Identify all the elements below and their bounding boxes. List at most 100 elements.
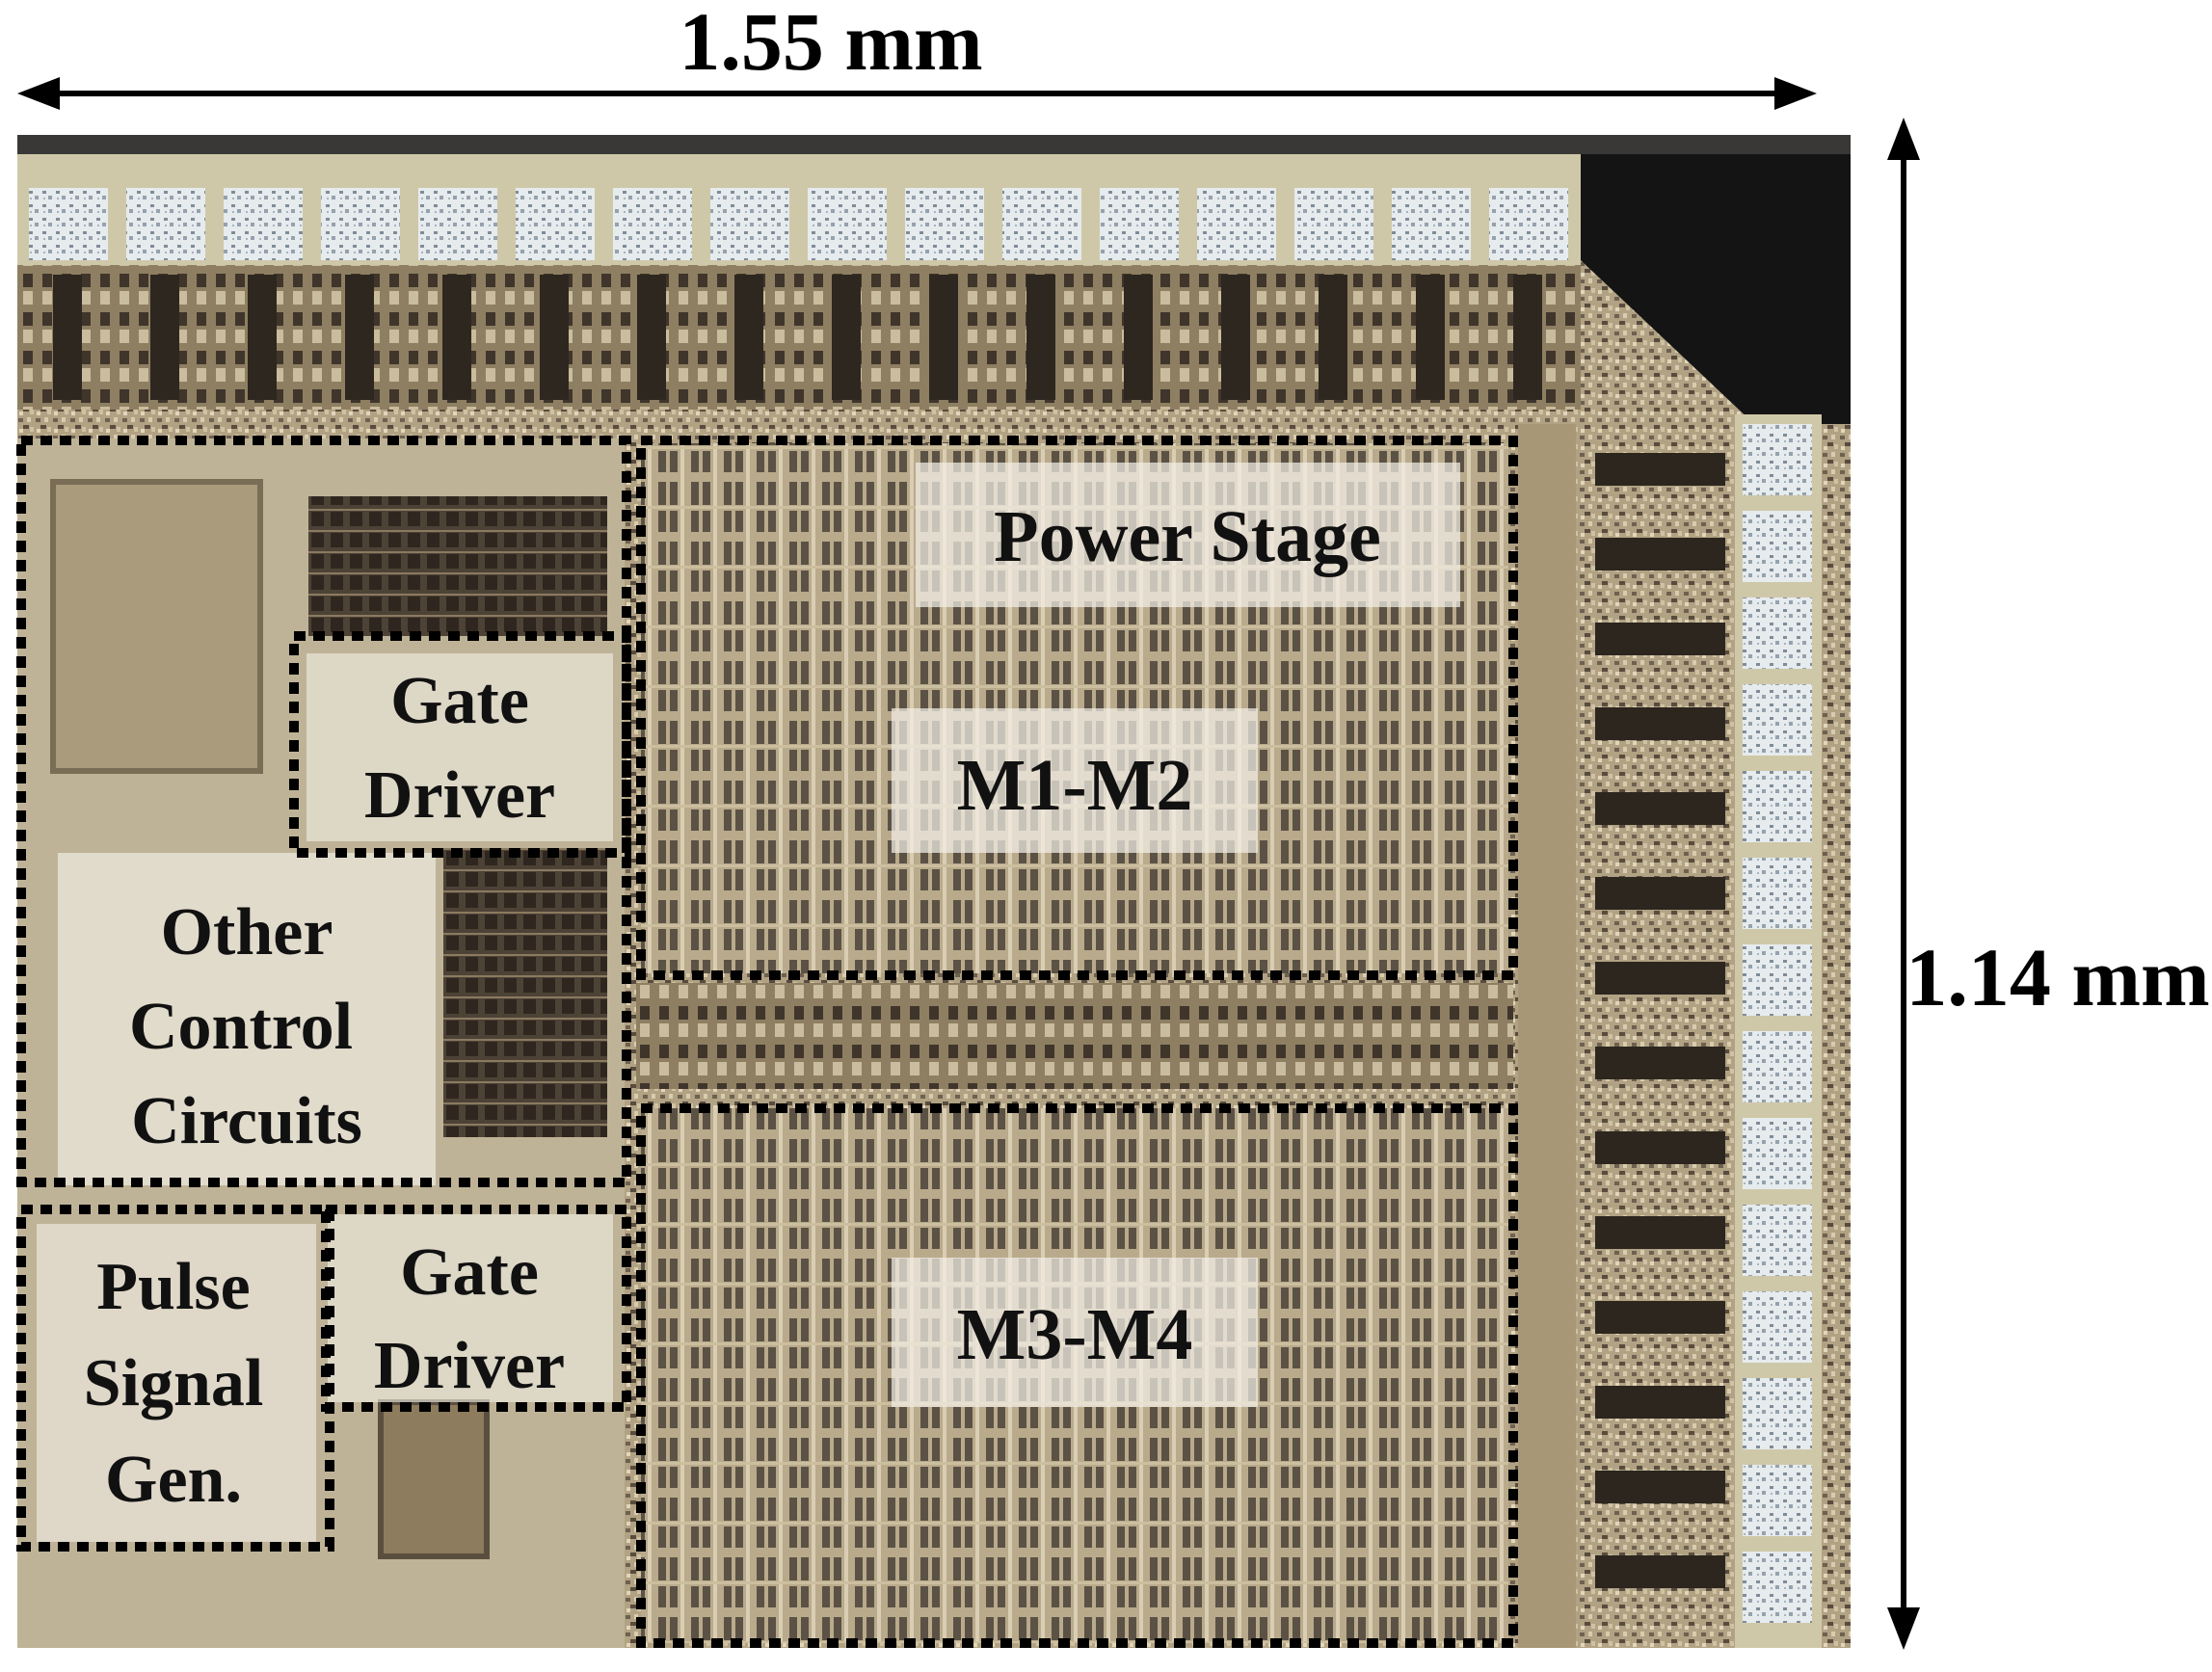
digital-array-mid [443, 848, 607, 1137]
bond-pad [224, 188, 303, 260]
label-gate-driver-top-line2: Driver [364, 758, 555, 833]
io-cell [1026, 275, 1055, 400]
bond-pad [1743, 1031, 1812, 1102]
io-cell [442, 275, 471, 400]
io-cell [1595, 962, 1725, 995]
io-cell [1595, 1471, 1725, 1503]
width-label: 1.55 mm [679, 0, 982, 88]
box-pulse-gen [16, 1205, 334, 1552]
label-other-control-line2: Control [129, 990, 353, 1064]
box-power-stage [636, 436, 1518, 980]
bond-pad [1743, 684, 1812, 756]
label-bg-m1-m2 [892, 708, 1258, 853]
middle-interconnect-strip [636, 983, 1513, 1089]
label-bg-pulse-gen [37, 1224, 316, 1542]
label-gate-driver-bottom-line2: Driver [374, 1329, 565, 1403]
bond-pad [1743, 1205, 1812, 1276]
height-arrow-top-head [1887, 118, 1920, 160]
label-bg-other-control [58, 853, 436, 1185]
height-label: 1.14 mm [1906, 931, 2209, 1023]
height-dimension: 1.14 mm [1887, 118, 2210, 1650]
label-backgrounds [37, 463, 1460, 1542]
bond-pad [1743, 944, 1812, 1016]
bond-pad [710, 188, 789, 260]
bond-pad [1392, 188, 1471, 260]
analog-block [50, 479, 263, 774]
io-cell [1595, 623, 1725, 655]
label-m3-m4: M3-M4 [957, 1294, 1193, 1375]
io-cell [1595, 1301, 1725, 1334]
region-boxes [16, 436, 1518, 1648]
box-gate-driver-top [289, 631, 631, 858]
io-cell-column-right [1586, 434, 1735, 1648]
io-cell [1595, 707, 1725, 740]
bond-pad [1489, 188, 1568, 260]
bond-pad [1743, 858, 1812, 929]
label-bg-power-stage [916, 463, 1460, 607]
io-cell [1416, 275, 1445, 400]
label-bg-gate-driver-top [306, 653, 613, 841]
io-cell [1124, 275, 1153, 400]
bond-pad [1743, 1291, 1812, 1363]
label-power-stage: Power Stage [994, 496, 1381, 577]
die-corner [1581, 154, 1851, 424]
width-arrow-left-head [17, 77, 60, 110]
io-cell [637, 275, 666, 400]
label-pulse-gen-line2: Signal [84, 1346, 264, 1420]
io-cell [1595, 1386, 1725, 1419]
io-cell [1513, 275, 1542, 400]
io-cell [832, 275, 861, 400]
io-cell [345, 275, 374, 400]
bond-pad [1100, 188, 1179, 260]
io-cell [1319, 275, 1347, 400]
label-pulse-gen-line1: Pulse [96, 1250, 250, 1324]
io-cell [1595, 453, 1725, 486]
bond-pad [1743, 1465, 1812, 1536]
right-pad-column [1586, 414, 1822, 1648]
label-m1-m2: M1-M2 [957, 745, 1193, 826]
io-cell [540, 275, 569, 400]
io-cell [1595, 1555, 1725, 1588]
bond-pad [321, 188, 400, 260]
die-top-edge [17, 135, 1851, 154]
label-bg-gate-driver-bottom [328, 1214, 613, 1402]
label-gate-driver-top-line1: Gate [390, 664, 529, 738]
bond-pad [1743, 1552, 1812, 1623]
io-cell [734, 275, 763, 400]
label-bg-m3-m4 [892, 1258, 1258, 1407]
bond-pad [1197, 188, 1276, 260]
io-cell [1595, 1047, 1725, 1079]
io-cell [150, 275, 179, 400]
bond-pad [1743, 424, 1812, 495]
io-cell [1221, 275, 1250, 400]
power-rail-right [1518, 424, 1576, 1648]
bond-pad [905, 188, 984, 260]
bond-pad [1743, 1118, 1812, 1189]
label-gate-driver-bottom-line1: Gate [400, 1235, 539, 1310]
bond-pad [29, 188, 108, 260]
bond-pad [613, 188, 692, 260]
io-cell [1595, 1216, 1725, 1249]
label-other-control-line1: Other [161, 895, 333, 969]
bond-pad [1743, 597, 1812, 669]
top-pad-row [17, 154, 1581, 410]
box-control-circuits [16, 436, 631, 1187]
box-gate-driver-bottom [321, 1205, 631, 1412]
bond-pad [1002, 188, 1081, 260]
io-cell [929, 275, 958, 400]
bond-pad [1294, 188, 1373, 260]
bond-pad [418, 188, 497, 260]
pulse-area-block [378, 1399, 490, 1559]
bond-pad [1743, 1378, 1812, 1449]
bond-pad [1743, 511, 1812, 582]
io-cell [1595, 877, 1725, 910]
io-cell [248, 275, 277, 400]
width-arrow-right-head [1774, 77, 1817, 110]
io-cell [1595, 538, 1725, 571]
bond-pad [808, 188, 887, 260]
io-cell [1595, 1131, 1725, 1164]
width-dimension: 1.55 mm [17, 0, 1817, 110]
io-cell [1595, 792, 1725, 825]
bond-pad [126, 188, 205, 260]
io-cell [53, 275, 82, 400]
